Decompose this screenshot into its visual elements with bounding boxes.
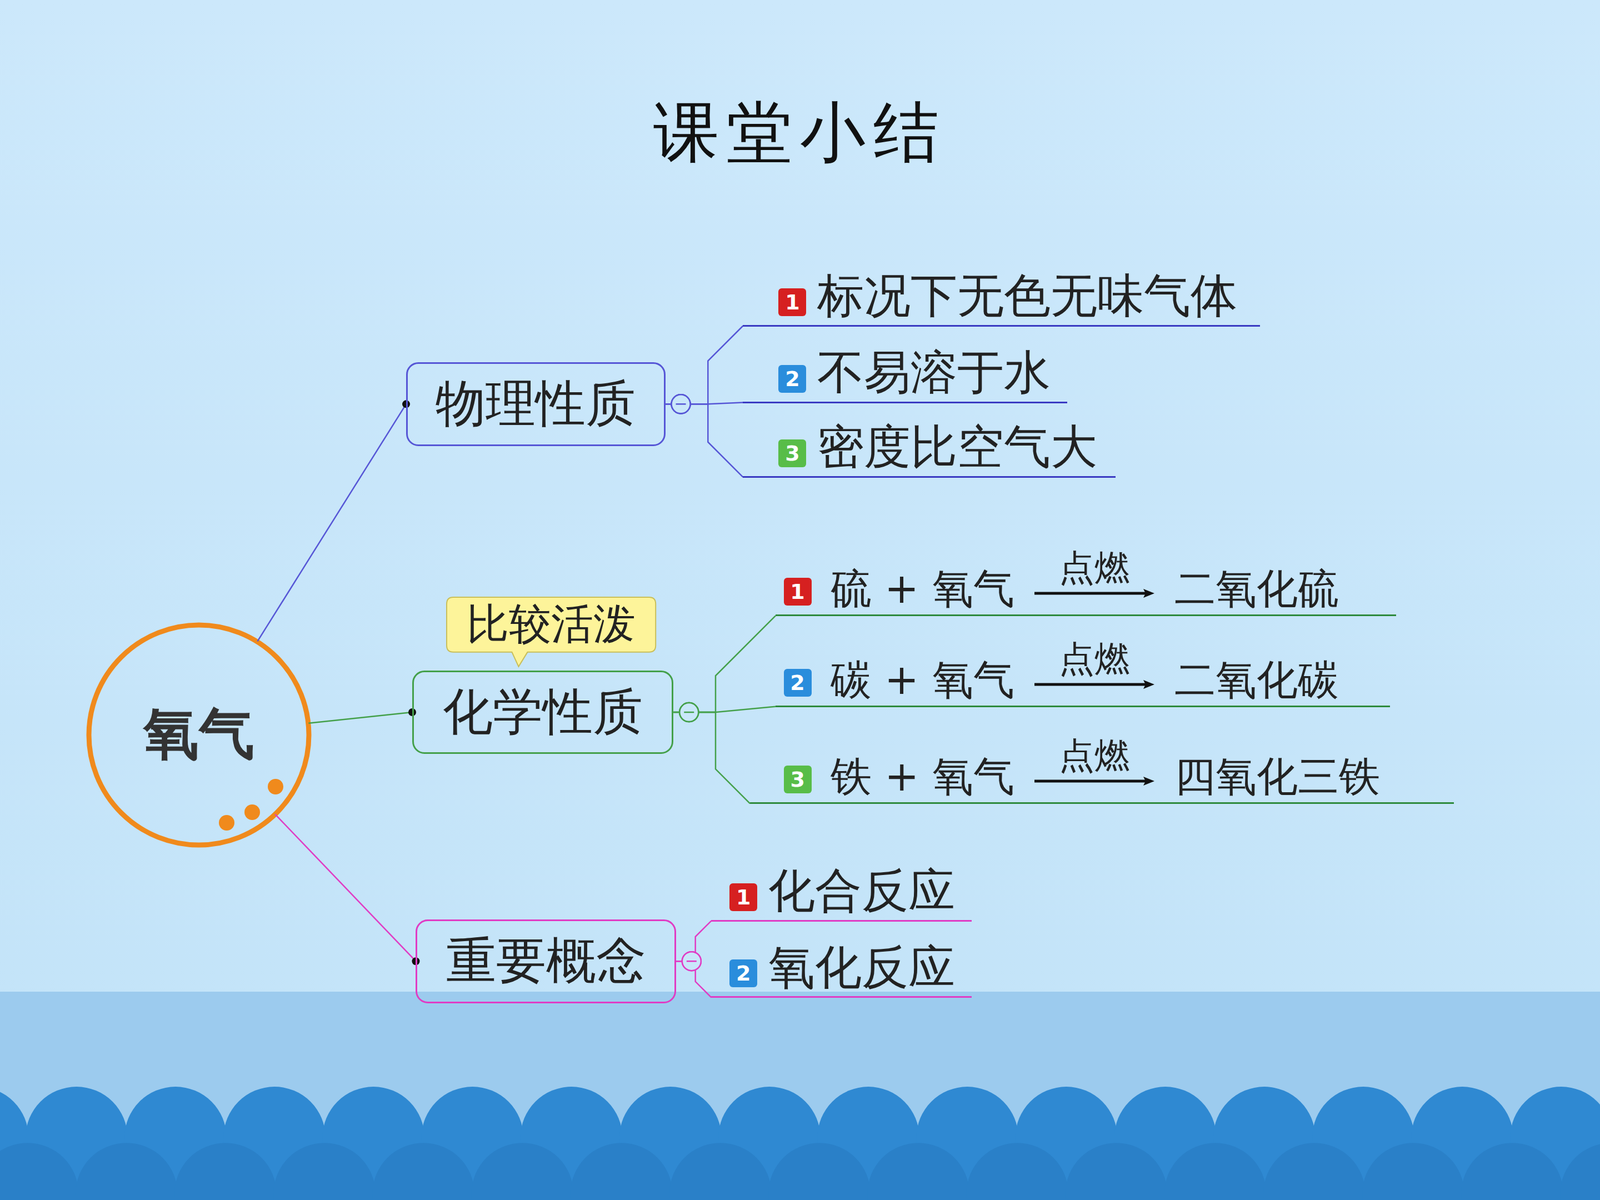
- branch-text: 化学性质: [442, 678, 643, 747]
- connector: [257, 403, 407, 642]
- collapse-minus: [686, 960, 697, 963]
- collapse-minus: [676, 403, 687, 405]
- leaf-topic: 3 铁 + 氧气 点燃 四氧化三铁: [750, 737, 1454, 804]
- collapse-minus: [683, 711, 694, 714]
- collapse-button: [671, 394, 691, 414]
- wave: [273, 1142, 376, 1200]
- collapse-button: [679, 702, 699, 722]
- callout-number: 1: [729, 883, 758, 912]
- equation-text: 二氧化碳: [1174, 656, 1339, 704]
- leaf-text: 标况下无色无味气体: [817, 268, 1238, 323]
- arrow-symbol: [1033, 677, 1156, 692]
- arrow-shaft: [1034, 592, 1147, 595]
- arrow-shaft: [1034, 780, 1147, 783]
- callout-note: 比较活泼: [445, 596, 657, 654]
- collapse-minus: [686, 960, 697, 963]
- wave: [0, 1142, 79, 1200]
- equation-text: 四氧化三铁: [1174, 752, 1380, 800]
- collapse-button: [682, 951, 702, 971]
- leaf-text: 不易溶于水: [817, 345, 1051, 400]
- wave: [1362, 1142, 1465, 1200]
- wave: [867, 1142, 970, 1200]
- collapse-minus: [683, 711, 694, 714]
- branch-box: 重要概念: [415, 919, 676, 1004]
- equation-text: 铁 + 氧气: [830, 752, 1015, 800]
- reaction-arrow: 点燃: [1033, 737, 1156, 800]
- arrow-symbol: [1033, 586, 1156, 600]
- callout-text: 比较活泼: [466, 596, 636, 654]
- collapse-button: [671, 394, 691, 414]
- arrow-shaft: [1034, 682, 1147, 686]
- connector: [665, 403, 744, 477]
- wave: [372, 1142, 475, 1200]
- wave: [1065, 1142, 1168, 1200]
- collapse-button: [671, 394, 691, 414]
- callout-number: 2: [783, 668, 812, 697]
- title: 课堂小结: [0, 88, 1600, 178]
- collapse-minus: [683, 711, 694, 714]
- branch-box: 物理性质: [406, 362, 666, 447]
- callout-number: 1: [783, 577, 812, 606]
- dot: [244, 804, 260, 820]
- leaf-text: 氧化反应: [768, 940, 955, 995]
- leaf-topic: 1 标况下无色无味气体: [742, 268, 1260, 327]
- leaf-topic: 1 硫 + 氧气 点燃 二氧化硫: [775, 549, 1397, 617]
- circle-ring: [88, 625, 309, 845]
- leaf-text: 密度比空气大: [817, 420, 1098, 474]
- leaf-topic: 2 碳 + 氧气 点燃 二氧化碳: [775, 640, 1390, 708]
- collapse-minus: [676, 403, 687, 405]
- topic-text: 氧气: [143, 697, 255, 773]
- connector: [673, 712, 750, 804]
- collapse-button: [682, 951, 702, 971]
- branch-box: 化学性质: [412, 670, 674, 755]
- leaf-topic: 2 氧化反应: [711, 940, 972, 999]
- wave: [1263, 1142, 1366, 1200]
- equation-text: 碳 + 氧气: [830, 656, 1015, 704]
- wave: [471, 1142, 574, 1200]
- arrow-symbol: [1033, 774, 1156, 788]
- arrow-head: [1143, 588, 1155, 598]
- wave: [669, 1142, 772, 1200]
- connector: [665, 326, 744, 405]
- callout-number: 3: [783, 765, 812, 794]
- dot: [267, 778, 284, 795]
- wave: [966, 1142, 1069, 1200]
- collapse-button: [679, 702, 699, 722]
- equation-text: 硫 + 氧气: [830, 565, 1015, 613]
- callout-number: 2: [729, 959, 758, 988]
- condition-text: 点燃: [1058, 549, 1130, 587]
- waves: [0, 1086, 1600, 1200]
- branch-text: 重要概念: [446, 927, 647, 995]
- leaf-topic: 1 化合反应: [711, 863, 972, 922]
- topic-circle: 氧气: [88, 624, 310, 845]
- arrow-head: [1143, 680, 1155, 689]
- condition-text: 点燃: [1058, 640, 1130, 678]
- leaf-text: 化合反应: [768, 863, 955, 918]
- callout-number: 3: [778, 439, 807, 468]
- wave: [75, 1142, 178, 1200]
- leaf-topic: 2 不易溶于水: [742, 345, 1068, 404]
- condition-text: 点燃: [1058, 737, 1130, 775]
- callout-number: 1: [778, 288, 807, 317]
- dot: [218, 815, 235, 831]
- equation-text: 二氧化硫: [1174, 565, 1339, 613]
- connector: [275, 814, 416, 962]
- wave: [174, 1142, 277, 1200]
- arrow-head: [1143, 776, 1155, 786]
- reaction-arrow: 点燃: [1033, 640, 1156, 704]
- wave: [768, 1142, 871, 1200]
- connector: [308, 712, 413, 724]
- collapse-minus: [676, 403, 687, 405]
- reaction-arrow: 点燃: [1033, 549, 1156, 613]
- wave: [570, 1142, 673, 1200]
- collapse-button: [679, 702, 699, 722]
- wave: [1164, 1142, 1267, 1200]
- leaf-topic: 3 密度比空气大: [742, 420, 1115, 478]
- connector: [673, 615, 776, 713]
- wave: [1560, 1142, 1600, 1200]
- branch-text: 物理性质: [435, 370, 636, 438]
- wave: [1461, 1142, 1564, 1200]
- callout-number: 2: [778, 365, 807, 393]
